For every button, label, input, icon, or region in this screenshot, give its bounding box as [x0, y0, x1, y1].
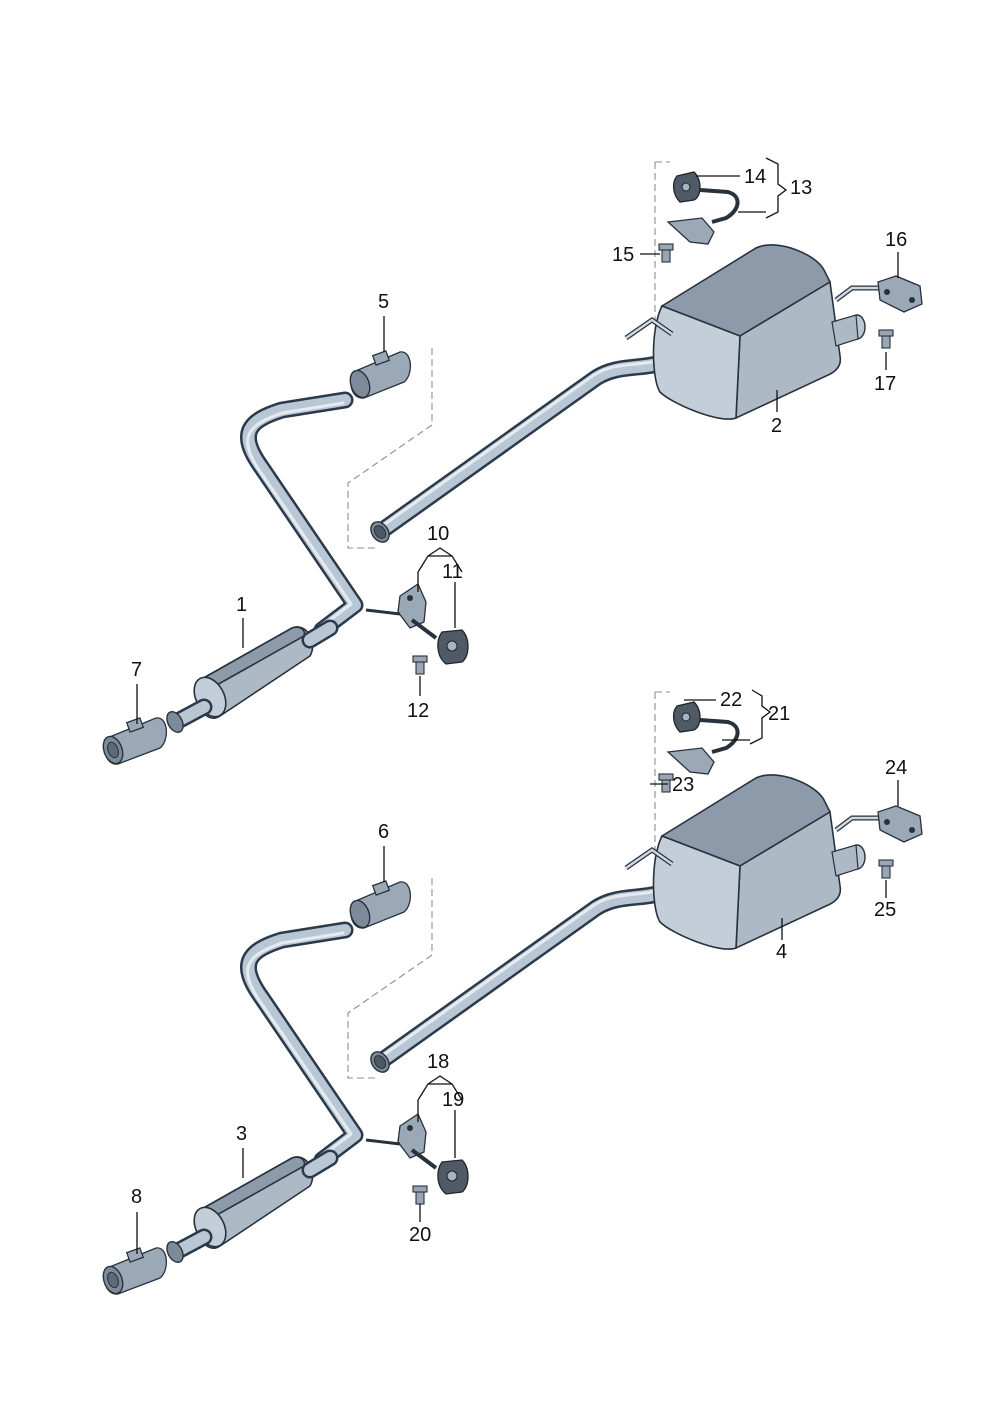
callout-20: 20 [409, 1224, 431, 1246]
callout-11: 11 [442, 561, 463, 583]
callout-18: 18 [427, 1051, 449, 1073]
leader-lines-upper [136, 157, 899, 724]
callout-21: 21 [768, 703, 790, 725]
callout-16: 16 [885, 229, 907, 251]
callout-5: 5 [378, 291, 389, 313]
callout-25: 25 [874, 899, 896, 921]
exhaust-assembly-upper [100, 162, 922, 766]
callouts-lower: 3 4 6 8 18 19 20 21 22 23 24 25 [131, 689, 907, 1246]
callout-1: 1 [236, 594, 247, 616]
callout-19: 19 [442, 1089, 464, 1111]
callout-17: 17 [874, 373, 896, 395]
callout-8: 8 [131, 1186, 142, 1208]
callout-23: 23 [672, 774, 694, 796]
callout-7: 7 [131, 659, 142, 681]
callout-3: 3 [236, 1123, 247, 1145]
callout-6: 6 [378, 821, 389, 843]
callout-12: 12 [407, 700, 429, 722]
callout-24: 24 [885, 757, 907, 779]
callouts-upper: 1 2 5 7 10 11 12 13 14 15 16 17 [131, 166, 907, 722]
callout-14: 14 [744, 166, 766, 188]
callout-13: 13 [790, 177, 812, 199]
callout-22: 22 [720, 689, 742, 711]
callout-2: 2 [771, 415, 782, 437]
leader-lines-lower [136, 689, 899, 1254]
callout-15: 15 [612, 244, 634, 266]
callout-10: 10 [427, 523, 449, 545]
exhaust-assembly-lower [100, 692, 922, 1296]
callout-4: 4 [776, 941, 787, 963]
